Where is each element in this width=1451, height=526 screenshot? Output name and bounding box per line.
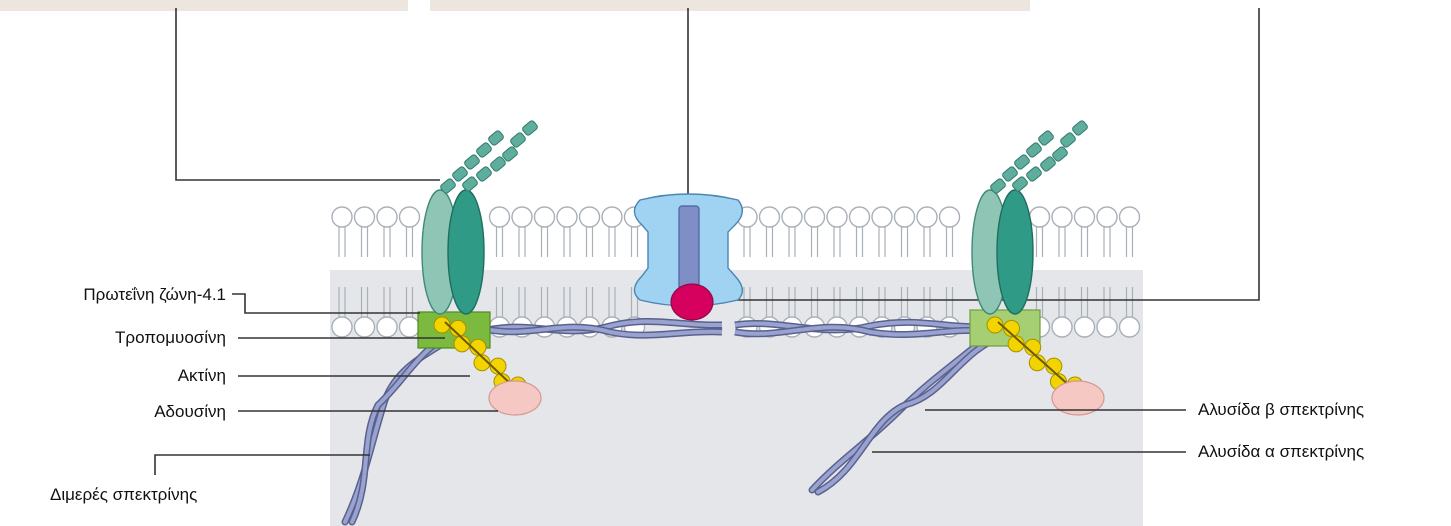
label-alpha-chain: Αλυσίδα α σπεκτρίνης (1198, 442, 1364, 461)
glycophorin-left-b (448, 190, 484, 314)
label-tropomyosin: Τροπομυοσίνη (115, 328, 226, 347)
sugar-residue (1001, 166, 1018, 183)
sugar-residue (509, 132, 526, 149)
label-beta-chain: Αλυσίδα β σπεκτρίνης (1198, 400, 1364, 419)
label-spectrin-dimer: Διμερές σπεκτρίνης (50, 485, 197, 504)
sugar-residue (463, 154, 480, 171)
label-adducin: Αδουσίνη (154, 402, 226, 421)
sugar-residue (451, 166, 468, 183)
sugar-residue (487, 130, 504, 147)
top-panel-center (430, 0, 1030, 11)
sugar-residue (521, 120, 538, 137)
sugar-chain-left (439, 120, 538, 195)
sugar-residue (475, 142, 492, 159)
sugar-residue (1025, 142, 1042, 159)
glycophorin-right-b (997, 190, 1033, 314)
sugar-residue (1013, 154, 1030, 171)
label-band-4-1: Πρωτεΐνη ζώνη-4.1 (83, 285, 226, 304)
ankyrin (671, 284, 713, 320)
adducin-left (489, 381, 541, 415)
sugar-residue (475, 166, 492, 183)
label-actin: Ακτίνη (178, 366, 226, 385)
sugar-residue (1059, 132, 1076, 149)
sugar-chain-right (989, 120, 1088, 195)
top-panel-left (0, 0, 408, 11)
sugar-residue (1025, 166, 1042, 183)
callout-line-glycophorin (176, 8, 440, 180)
sugar-residue (1071, 120, 1088, 137)
sugar-residue (1037, 130, 1054, 147)
